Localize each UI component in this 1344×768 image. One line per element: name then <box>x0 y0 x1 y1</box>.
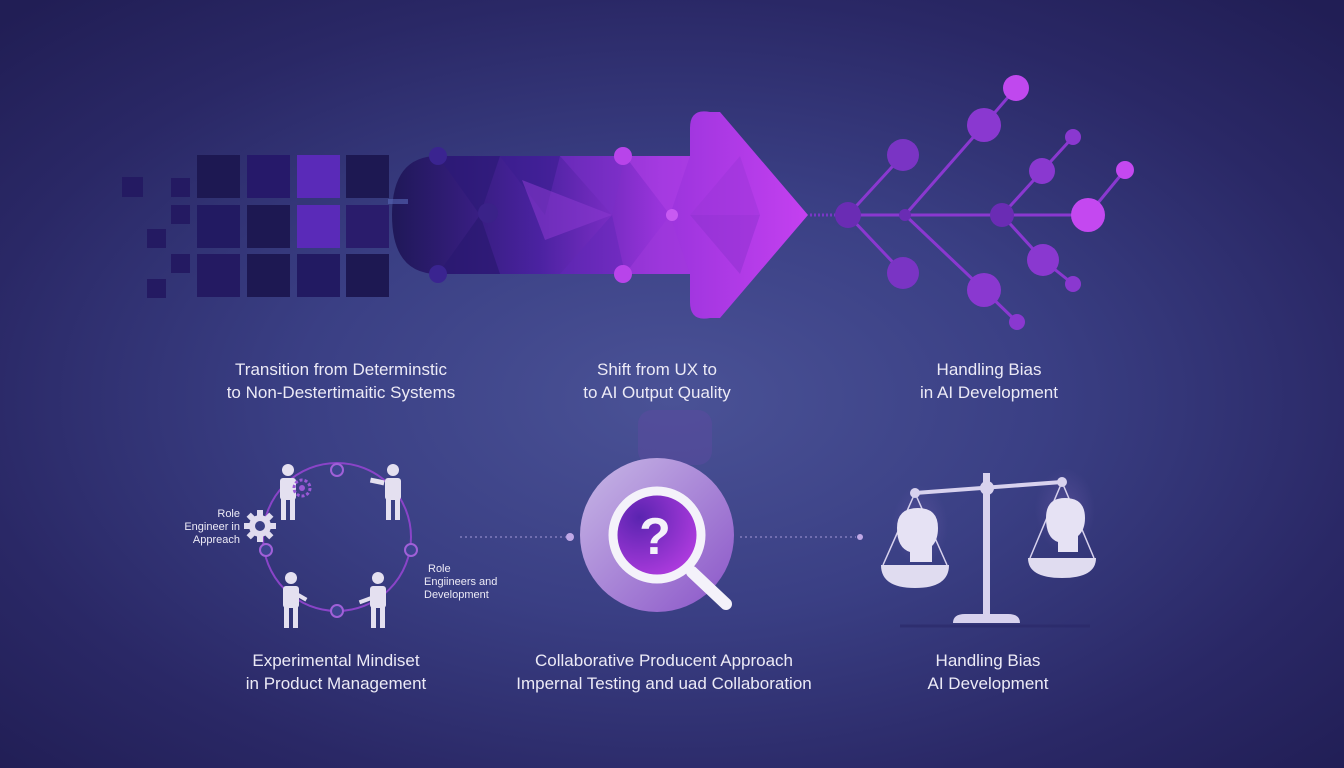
caption-bias-bottom: Handling Bias AI Development <box>927 651 1049 693</box>
person-icon <box>283 572 308 628</box>
role-label-left: Role Engineer in Appreach <box>184 508 240 546</box>
balance-scale-icon <box>881 468 1096 628</box>
magnifier-question-icon: ? <box>580 410 734 612</box>
person-icon <box>358 572 386 628</box>
polygon-arrow-icon <box>388 111 808 319</box>
question-mark-icon: ? <box>639 508 671 566</box>
team-cycle-icon <box>244 462 418 628</box>
gear-icon <box>244 510 276 542</box>
dotted-connector <box>460 533 863 541</box>
role-label-right: Role Engiineers and Development <box>424 563 498 601</box>
person-icon <box>280 464 296 520</box>
network-nodes <box>835 75 1134 330</box>
head-profile-icon <box>897 498 1085 562</box>
pixel-blocks-icon <box>122 155 389 298</box>
caption-deterministic: Transition from Determinstic to Non-Dest… <box>226 360 456 402</box>
person-icon <box>369 464 401 520</box>
caption-ux-shift: Shift from UX to to AI Output Quality <box>583 360 731 402</box>
caption-collaborative: Collaborative Producent Approach Imperna… <box>516 651 812 693</box>
caption-experimental: Experimental Mindiset in Product Managem… <box>245 651 427 693</box>
caption-bias-top: Handling Bias in AI Development <box>920 360 1058 402</box>
small-gear-icon <box>292 478 312 498</box>
